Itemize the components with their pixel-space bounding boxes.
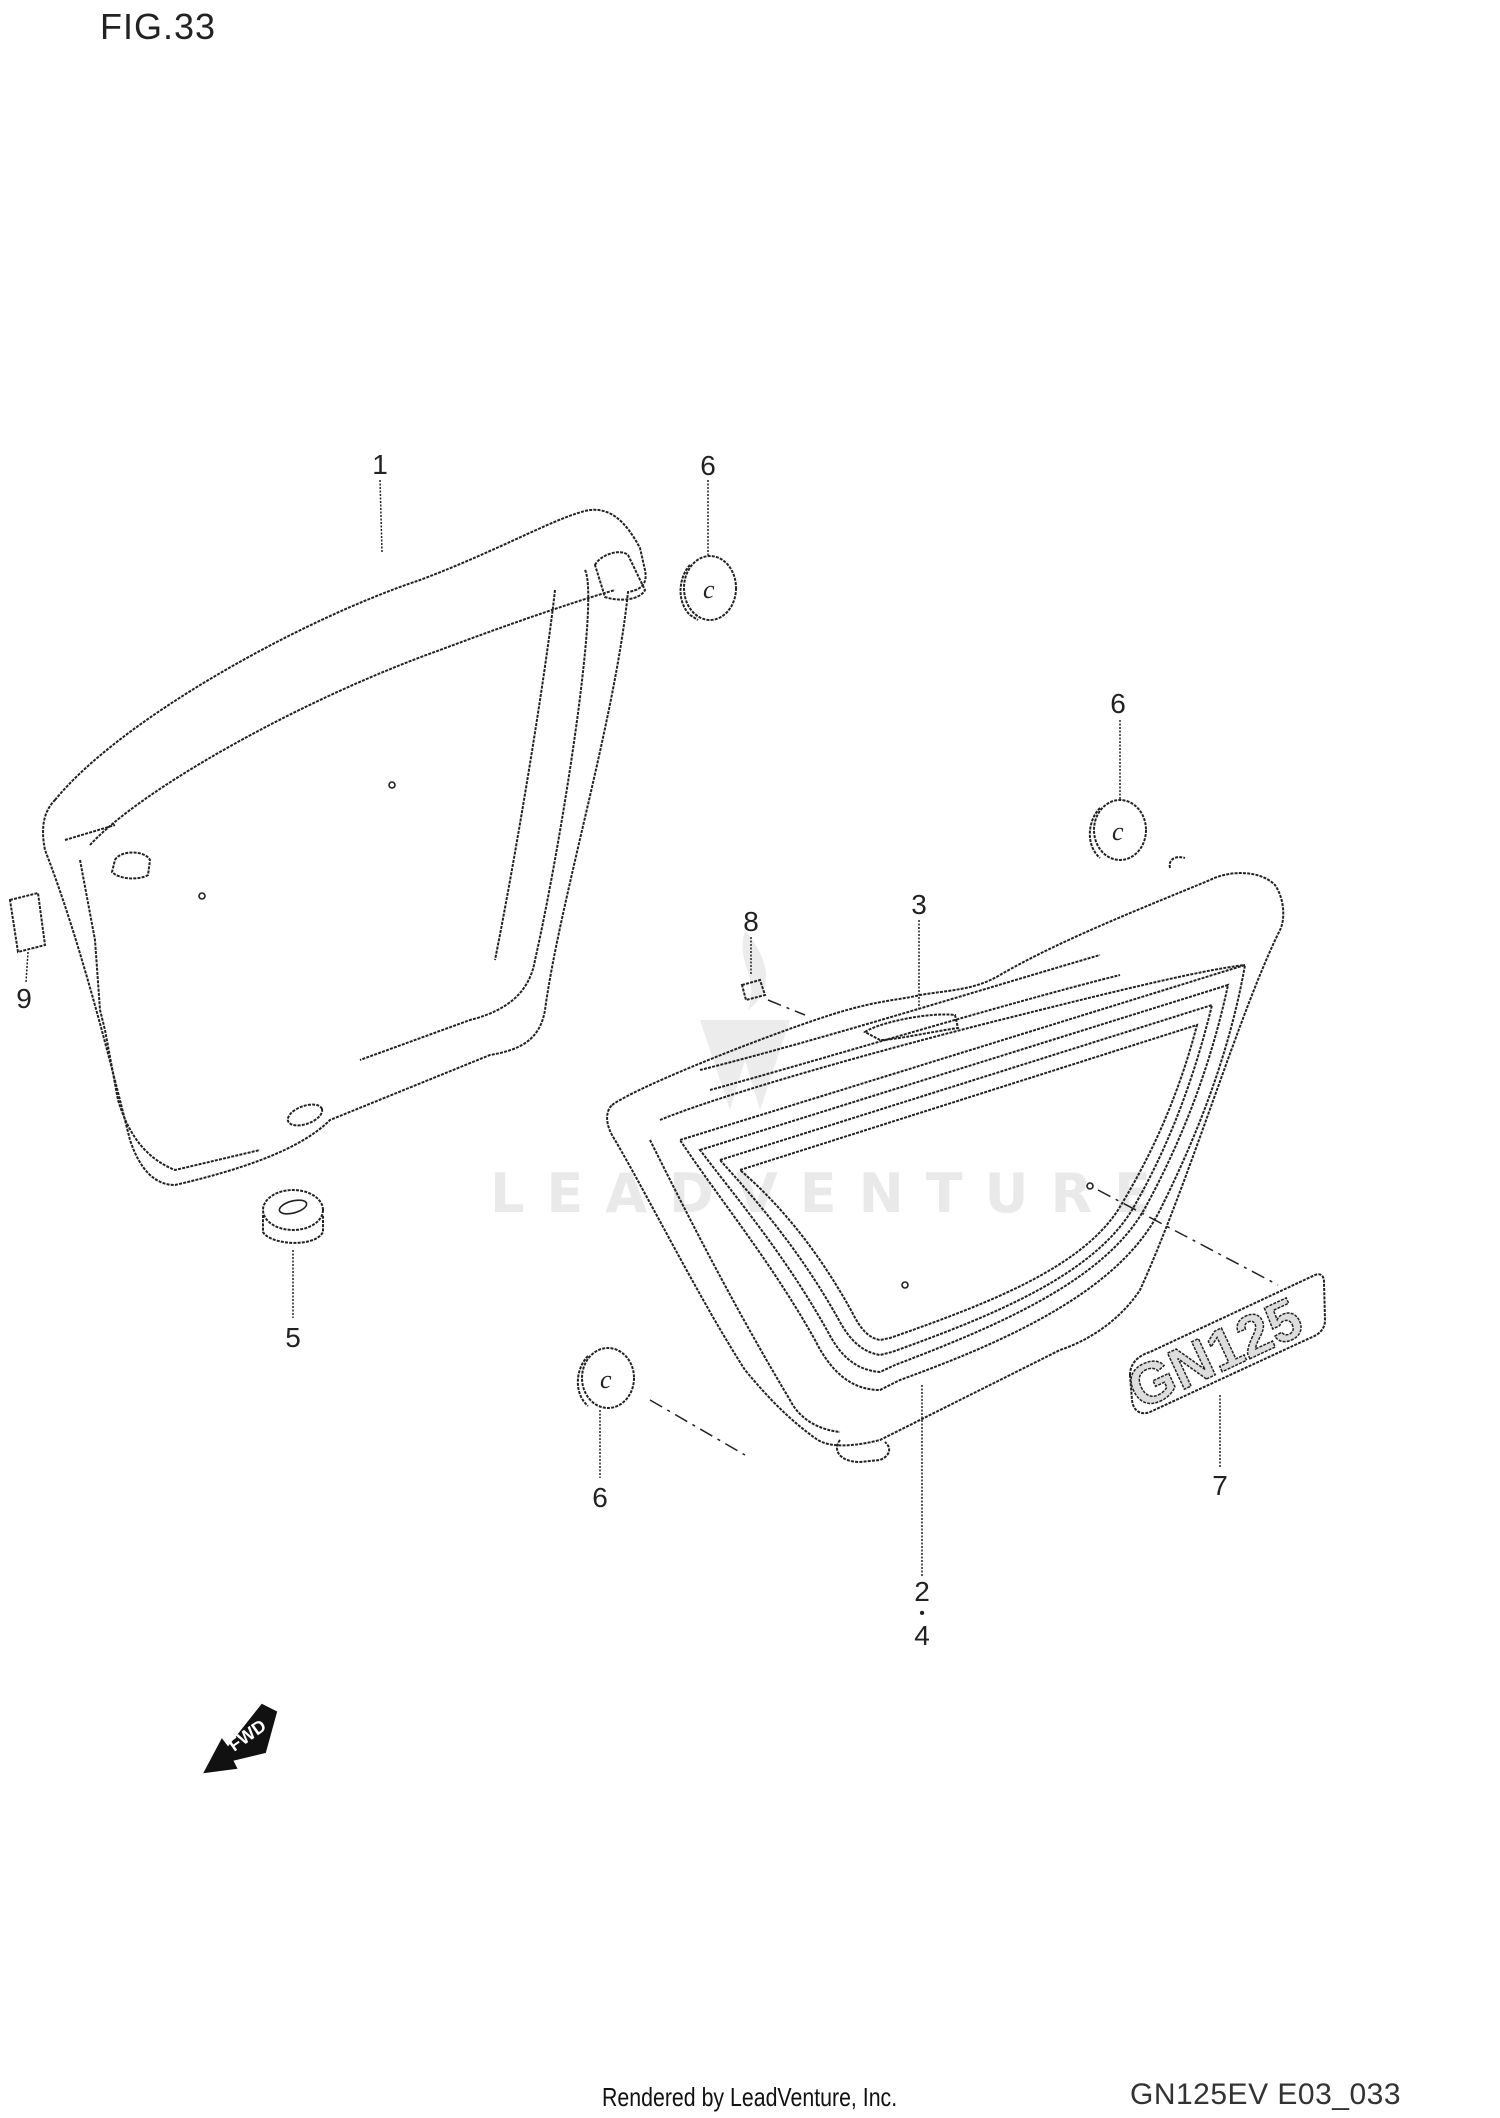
part-1-left-frame-cover xyxy=(42,508,647,1187)
callout-6-lower: 6 xyxy=(592,1482,608,1513)
svg-text:c: c xyxy=(600,1365,612,1394)
callout-1: 1 xyxy=(372,449,388,480)
part-2-right-frame-cover xyxy=(606,856,1285,1576)
figure-title: FIG.33 xyxy=(100,6,217,47)
callout-2: 2 xyxy=(914,1576,930,1607)
part-6-cushion-upper-right: c xyxy=(1088,720,1147,861)
callout-3: 3 xyxy=(911,889,927,920)
emblem-text: GN125 xyxy=(1118,1285,1312,1422)
part-8-clip xyxy=(740,937,806,1016)
diagram-code: GN125EV E03_033 xyxy=(1130,2078,1402,2111)
part-7-gn125-emblem: GN125 xyxy=(1117,1273,1327,1468)
watermark: LEADVENTURE xyxy=(490,1162,1173,1225)
part-6-cushion-lower: c xyxy=(576,1347,746,1478)
callout-9: 9 xyxy=(16,983,32,1014)
part-5-grommet xyxy=(262,1189,324,1318)
fwd-arrow-icon: FWD xyxy=(203,1703,278,1774)
callout-2-4-separator: • xyxy=(919,1605,925,1622)
part-9-pad xyxy=(8,891,47,983)
callout-7: 7 xyxy=(1212,1470,1228,1501)
watermark-logo-icon xyxy=(700,930,790,1110)
callout-8: 8 xyxy=(743,906,759,937)
part-6-cushion-upper-left: c xyxy=(679,480,737,621)
callout-5: 5 xyxy=(285,1322,301,1353)
callout-6-upper-right: 6 xyxy=(1110,688,1126,719)
callout-4: 4 xyxy=(914,1620,930,1651)
callout-6-upper-left: 6 xyxy=(700,450,716,481)
svg-text:c: c xyxy=(703,575,715,604)
svg-text:c: c xyxy=(1112,817,1124,846)
render-credit: Rendered by LeadVenture, Inc. xyxy=(602,2082,898,2112)
